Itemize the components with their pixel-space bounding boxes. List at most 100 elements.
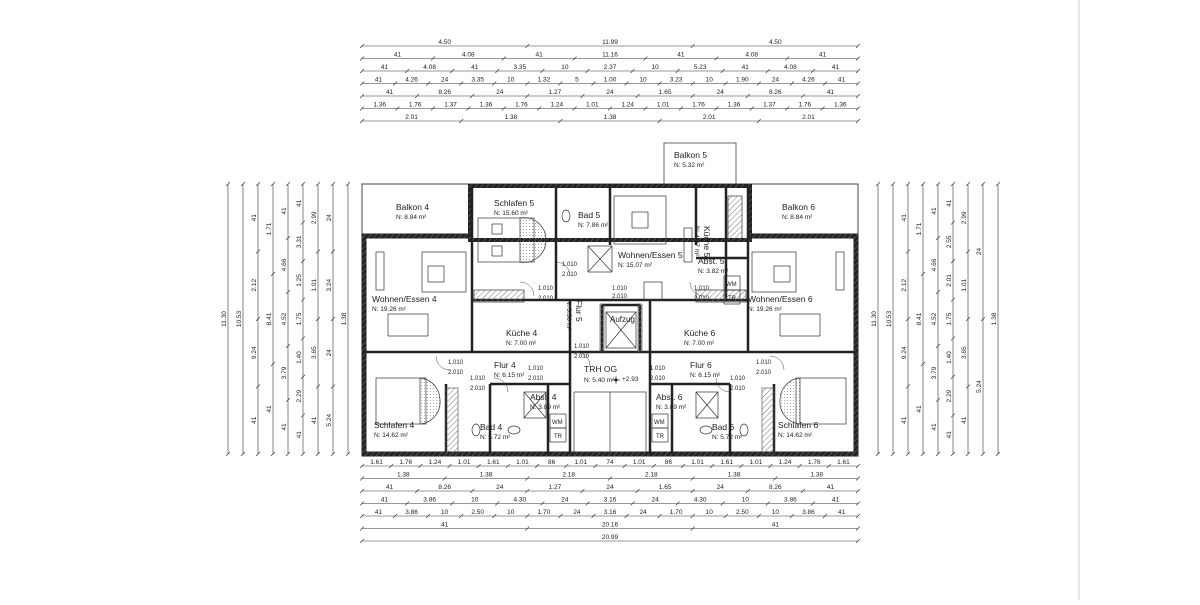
dimension-value: 24 bbox=[573, 509, 581, 516]
room-flur4: Flur 4N: 6.15 m² bbox=[494, 360, 525, 379]
door-tag: 2.010 bbox=[650, 376, 666, 382]
dimension-value: 1.37 bbox=[763, 102, 776, 109]
dimension-value: 86 bbox=[548, 459, 556, 466]
dimension-value: 4.66 bbox=[281, 258, 288, 271]
room-name: Schlafen 5 bbox=[494, 198, 534, 208]
dimension-chain: 20.99 bbox=[359, 534, 861, 544]
dimension-value: 2.55 bbox=[946, 235, 953, 248]
dimension-value: 1.65 bbox=[659, 484, 672, 491]
room-area: N: 3.82 m² bbox=[698, 268, 729, 275]
dimension-value: 41 bbox=[931, 207, 938, 215]
dimension-value: 2.01 bbox=[946, 274, 953, 287]
dimension-value: 10 bbox=[651, 64, 659, 71]
dimension-value: 8.26 bbox=[438, 484, 451, 491]
dimension-value: 24 bbox=[639, 509, 647, 516]
kitchen-6-counter bbox=[695, 289, 747, 303]
dimension-value: 3.23 bbox=[670, 77, 683, 84]
room-area: N: 3.89 m² bbox=[530, 404, 561, 411]
dimension-value: 2.50 bbox=[471, 509, 484, 516]
dimension-value: 1.01 bbox=[311, 279, 318, 292]
shower-6-icon bbox=[695, 391, 719, 419]
room-name: Flur 5 bbox=[574, 300, 584, 322]
dimension-value: 2.29 bbox=[296, 389, 303, 402]
dimension-value: 24 bbox=[772, 77, 780, 84]
dimension-value: 2.12 bbox=[251, 279, 258, 292]
room-flur6: Flur 6N: 6.15 m² bbox=[690, 360, 721, 379]
sofa-6-icon bbox=[751, 251, 797, 293]
dimension-value: 24 bbox=[717, 484, 725, 491]
room-name: Bad 6 bbox=[712, 422, 734, 432]
dimension-value: 3.65 bbox=[311, 346, 318, 359]
dimension-value: 1.27 bbox=[549, 89, 562, 96]
dimension-chain: 11.30 bbox=[871, 181, 881, 457]
room-balkon5: Balkon 5N: 5.32 m² bbox=[674, 150, 707, 169]
dimension-value: 24 bbox=[651, 497, 659, 504]
dimension-value: 10 bbox=[507, 77, 515, 84]
dimension-value: 5 bbox=[575, 77, 579, 84]
room-abst4: Abst. 4N: 3.89 m² bbox=[530, 392, 561, 411]
dimension-value: 5.23 bbox=[694, 64, 707, 71]
room-kueche4: Küche 4N: 7.00 m² bbox=[506, 328, 537, 347]
dimension-value: 41 bbox=[677, 52, 685, 59]
dimension-value: 41 bbox=[832, 497, 840, 504]
tr-tag-6: TR bbox=[656, 434, 665, 440]
dimension-value: 1.36 bbox=[373, 102, 386, 109]
door-tag: 2.010 bbox=[694, 296, 710, 302]
dimension-value: 1.61 bbox=[370, 459, 383, 466]
door-tag: 1.010 bbox=[730, 376, 746, 382]
dimension-chain: 10.53 bbox=[886, 181, 896, 457]
dimension-value: 1.38 bbox=[341, 312, 348, 325]
room-name: Balkon 5 bbox=[674, 150, 707, 160]
dimension-value: 41 bbox=[296, 431, 303, 439]
wm-tag-4: WM bbox=[552, 420, 563, 426]
room-name: Küche 6 bbox=[684, 328, 715, 338]
dimension-value: 1.76 bbox=[692, 102, 705, 109]
bed-4-icon bbox=[375, 377, 427, 425]
dimension-chain: 11.30 bbox=[221, 181, 231, 457]
dimension-value: 2.12 bbox=[901, 279, 908, 292]
room-abst5: Abst. 5N: 3.82 m² bbox=[698, 256, 729, 275]
room-bad5: Bad 5N: 7.86 m² bbox=[578, 210, 609, 229]
room-balkon6: Balkon 6N: 8.84 m² bbox=[782, 202, 815, 221]
tr-tag-5: TR bbox=[728, 296, 737, 302]
dimension-value: 1.61 bbox=[837, 459, 850, 466]
dimension-value: 41 bbox=[961, 416, 968, 424]
dimension-value: 1.24 bbox=[429, 459, 442, 466]
dimension-value: 8.26 bbox=[769, 484, 782, 491]
dimension-value: 3.24 bbox=[326, 279, 333, 292]
dimension-value: 41 bbox=[266, 405, 273, 413]
dimension-value: 1.00 bbox=[604, 77, 617, 84]
kitchen-4-counter bbox=[473, 289, 525, 303]
dimension-value: 10 bbox=[706, 77, 714, 84]
table-5-icon bbox=[643, 281, 663, 301]
room-name: Wohnen/Essen 6 bbox=[748, 294, 813, 304]
dimension-value: 1.65 bbox=[659, 89, 672, 96]
dimension-value: 9.24 bbox=[901, 346, 908, 359]
dimension-value: 8.26 bbox=[438, 89, 451, 96]
table-6-icon bbox=[779, 313, 821, 337]
door-tag: 1.010 bbox=[448, 360, 464, 366]
room-flur5: Flur 5N: 5.50 m² bbox=[565, 300, 584, 331]
door-tag: 2.010 bbox=[612, 294, 628, 300]
dimension-value: 1.37 bbox=[444, 102, 457, 109]
dimension-value: 41 bbox=[536, 52, 544, 59]
door-tag: 2.010 bbox=[538, 296, 554, 302]
dimension-value: 41 bbox=[381, 497, 389, 504]
dimension-value: 1.61 bbox=[487, 459, 500, 466]
dimension-value: 41 bbox=[832, 64, 840, 71]
room-wohnen6: Wohnen/Essen 6N: 19.26 m² bbox=[748, 294, 813, 313]
room-area: N: 6.15 m² bbox=[494, 372, 525, 379]
door-tag: 1.010 bbox=[694, 286, 710, 292]
dimension-value: 41 bbox=[827, 89, 835, 96]
level-label: TRH OG bbox=[584, 364, 617, 374]
dimension-value: 1.90 bbox=[736, 77, 749, 84]
room-wohnen4: Wohnen/Essen 4N: 19.26 m² bbox=[372, 294, 437, 313]
